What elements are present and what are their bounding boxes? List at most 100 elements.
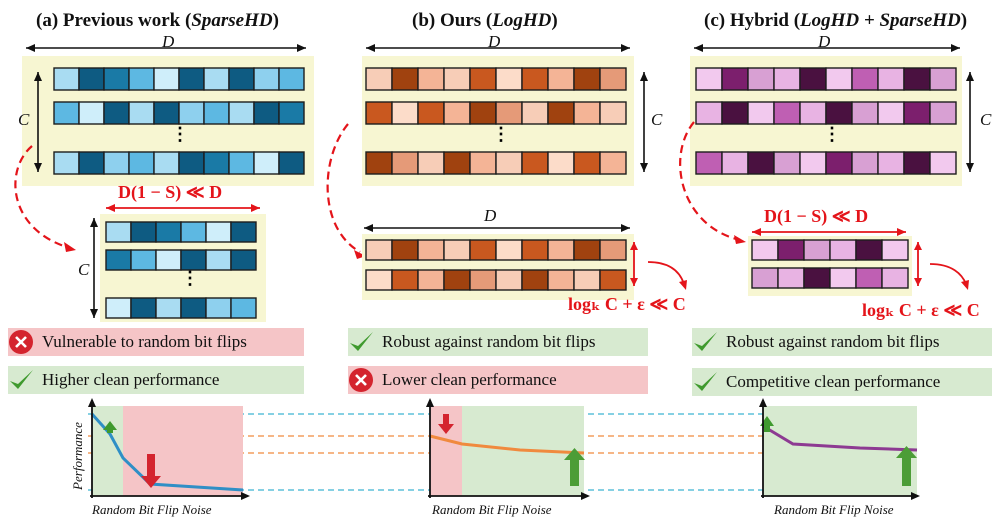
panel-c-matrix-cell — [877, 67, 905, 91]
panel-b-compressed-cell — [417, 269, 445, 291]
panel-b-ellipsis: ⋮ — [492, 124, 510, 144]
panel-c-matrix-cell — [825, 101, 853, 125]
panel-c-sparse-label: D(1 − S) ≪ D — [764, 206, 869, 226]
panel-a-compressed-cell — [130, 249, 157, 271]
panel-c-title: (c) Hybrid (LogHD + SparseHD) — [704, 10, 968, 31]
panel-b-matrix-cell — [391, 101, 419, 125]
check-icon — [10, 370, 33, 389]
panel-a-matrix-cell — [178, 101, 205, 125]
panel-a-matrix-cell — [153, 67, 180, 91]
panel-a-matrix-cell — [228, 101, 255, 125]
panel-b-matrix-cell — [573, 151, 601, 175]
panel-a-matrix-cell — [203, 101, 230, 125]
panel-c-status-robust: Robust against random bit flips — [692, 328, 992, 356]
panel-a-status-vulnerable: Vulnerable to random bit flips — [8, 328, 304, 356]
panel-a-matrix-cell — [253, 101, 280, 125]
panel-a-matrix-cell — [203, 67, 230, 91]
panel-a-matrix-cell — [253, 67, 280, 91]
panel-c-compressed-cell — [855, 239, 883, 261]
panel-a-compressed-rows — [105, 221, 257, 319]
panel-a-matrix-cell — [228, 151, 255, 175]
panel-b-matrix-cell — [599, 67, 627, 91]
panel-a-title: (a) Previous work (SparseHD) — [36, 10, 279, 31]
panel-a-matrix-cell — [178, 67, 205, 91]
panel-a-sparse-label: D(1 − S) ≪ D — [118, 182, 223, 202]
panel-b-compressed-cell — [521, 269, 549, 291]
panel-b-compressed-cell — [599, 239, 627, 261]
panel-a-matrix-cell — [128, 101, 155, 125]
panel-c-matrix-cell — [929, 151, 957, 175]
panel-b-matrix-cell — [521, 151, 549, 175]
panel-b-compressed-cell — [417, 239, 445, 261]
panel-b-title: (b) Ours (LogHD) — [412, 10, 558, 31]
panel-a-matrix-cell — [278, 101, 305, 125]
panel-b-matrix-cell — [547, 67, 575, 91]
panel-b-matrix-cell — [521, 67, 549, 91]
panel-c-compressed-cell — [829, 239, 857, 261]
panel-a-compressed-cell — [155, 297, 182, 319]
check-icon — [350, 332, 373, 351]
panel-a-compressed-cell — [180, 297, 207, 319]
panel-b-compressed-cell — [547, 239, 575, 261]
panel-b-matrix-cell — [417, 151, 445, 175]
panel-a-ellipsis: ⋮ — [171, 124, 189, 144]
panel-b-status-clean: Lower clean performance — [348, 366, 648, 394]
panel-b-matrix-cell — [521, 101, 549, 125]
panel-c-compressed-cell — [751, 239, 779, 261]
panel-a-matrix-rows — [53, 67, 305, 175]
plot-a-ylabel: Performance — [70, 422, 85, 490]
panel-a-compressed-cell — [230, 297, 257, 319]
panel-c-matrix-cell — [773, 67, 801, 91]
panel-a-compressed-cell — [130, 297, 157, 319]
panel-c-matrix-cell — [773, 151, 801, 175]
panel-b-matrix-cell — [469, 151, 497, 175]
panel-c-compressed-cell — [829, 267, 857, 289]
panel-a-compressed-cell — [155, 249, 182, 271]
panel-b-compressed-cell — [443, 239, 471, 261]
panel-c-ellipsis: ⋮ — [823, 124, 841, 144]
cross-icon — [9, 330, 33, 354]
panel-b-top-diagram — [362, 44, 648, 186]
panel-c-transform-arrow — [679, 121, 746, 244]
panel-b-matrix-cell — [391, 151, 419, 175]
panel-b-d-label: D — [488, 32, 501, 51]
panel-b-matrix-cell — [495, 151, 523, 175]
panel-b-matrix-cell — [573, 101, 601, 125]
panel-c-compressed-rows — [751, 239, 909, 289]
panel-b-compressed-cell — [573, 239, 601, 261]
panel-b-compressed-cell — [599, 269, 627, 291]
panel-a-matrix-cell — [228, 67, 255, 91]
panel-a-matrix-cell — [278, 151, 305, 175]
panel-a-compressed-cell — [180, 221, 207, 243]
panel-a-compressed-cell — [130, 221, 157, 243]
panel-a-c-label: C — [18, 110, 30, 129]
panel-b-matrix-cell — [599, 101, 627, 125]
panel-b-log-label: logₖ C + ε ≪ C — [568, 294, 686, 314]
panel-c-matrix-cell — [851, 151, 879, 175]
panel-b-matrix-cell — [417, 101, 445, 125]
panel-c-compressed-cell — [803, 267, 831, 289]
panel-b-matrix-cell — [365, 67, 393, 91]
panel-b-compressed-cell — [469, 239, 497, 261]
plot-c-xlabel: Random Bit Flip Noise — [774, 502, 894, 517]
panel-c-compressed-cell — [803, 239, 831, 261]
panel-c-matrix-cell — [903, 67, 931, 91]
panel-a-matrix-cell — [178, 151, 205, 175]
panel-b-compressed-cell — [391, 269, 419, 291]
panel-c-matrix-cell — [825, 67, 853, 91]
panel-b-compressed-cell — [495, 239, 523, 261]
panel-a-compressed-diagram — [90, 204, 266, 322]
panel-a-compressed-ellipsis: ⋮ — [181, 268, 199, 288]
panel-b-matrix-cell — [599, 151, 627, 175]
panel-a-matrix-cell — [253, 151, 280, 175]
panel-a-compressed-cell — [205, 221, 232, 243]
panel-b-compressed-cell — [521, 239, 549, 261]
panel-c-log-label: logₖ C + ε ≪ C — [862, 300, 980, 320]
panel-a-transform-arrow — [14, 145, 76, 252]
panel-c-matrix-cell — [825, 151, 853, 175]
panel-c-matrix-cell — [903, 151, 931, 175]
panel-a-compressed-cell — [230, 249, 257, 271]
panel-b-matrix-cell — [495, 101, 523, 125]
panel-b-compressed-diagram — [362, 224, 687, 300]
panel-c-status-clean: Competitive clean performance — [692, 368, 992, 396]
